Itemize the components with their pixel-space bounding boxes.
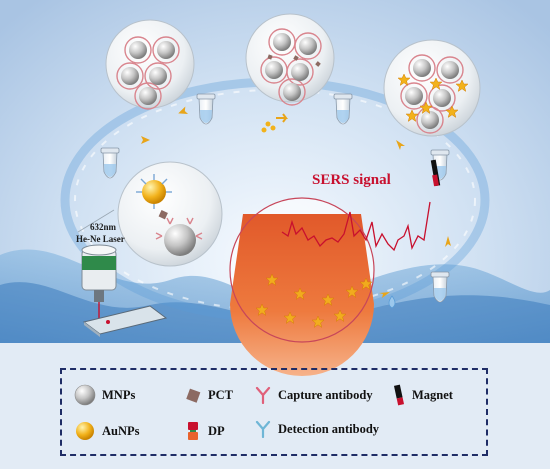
sers-signal-label: SERS signal xyxy=(312,172,391,188)
legend-item-mnps: MNPs xyxy=(74,384,135,406)
legend-label-detection-antibody: Detection antibody xyxy=(278,421,380,436)
sers-spectrum-line xyxy=(281,201,431,252)
laser-name-label: He-Ne Laser xyxy=(76,234,125,244)
legend-label-aunps: AuNPs xyxy=(102,423,140,438)
magnet-icon xyxy=(393,384,405,406)
legend-label-magnet: Magnet xyxy=(412,387,453,402)
flow-arrows xyxy=(141,106,451,298)
legend-item-detection-antibody: Detection antibody xyxy=(254,420,379,438)
legend-item-aunps: AuNPs xyxy=(74,420,140,442)
glass-slide xyxy=(82,305,168,337)
legend-label-capture-antibody: Capture antibody xyxy=(278,387,373,402)
legend-label-pct: PCT xyxy=(208,387,233,402)
legend-label-mnps: MNPs xyxy=(102,387,136,402)
legend-item-capture-antibody: Capture antibody xyxy=(254,386,373,404)
water-wave-deep xyxy=(0,282,550,345)
magnet-bar-red xyxy=(432,174,439,187)
legend-item-pct: PCT xyxy=(184,386,233,404)
legend-item-dp: DP xyxy=(184,420,225,442)
pct-icon xyxy=(186,388,201,403)
bubble-mnps-pct xyxy=(245,13,335,106)
flow-ring-highlight xyxy=(74,89,476,311)
sers-detection-spot xyxy=(229,197,375,376)
laser-wavelength-label: 632nm xyxy=(90,222,117,232)
capture-antibody-icon xyxy=(255,386,271,404)
aunp-icon xyxy=(76,422,94,440)
bubble-sandwich-aunps xyxy=(383,39,481,137)
bubble-complex-detail xyxy=(117,161,223,267)
legend-item-magnet: Magnet xyxy=(392,384,453,406)
laser-device xyxy=(77,209,117,318)
bubble-mnps-capture xyxy=(105,19,195,110)
legend-box: MNPs PCT Capture antibody Magnet AuNPs D… xyxy=(60,368,488,456)
detection-antibody-icon xyxy=(255,420,271,438)
droplet-icon xyxy=(388,295,396,309)
dp-icon xyxy=(188,422,198,440)
pct-particles xyxy=(261,121,276,133)
mnp-icon xyxy=(74,384,96,406)
legend-label-dp: DP xyxy=(208,423,225,438)
